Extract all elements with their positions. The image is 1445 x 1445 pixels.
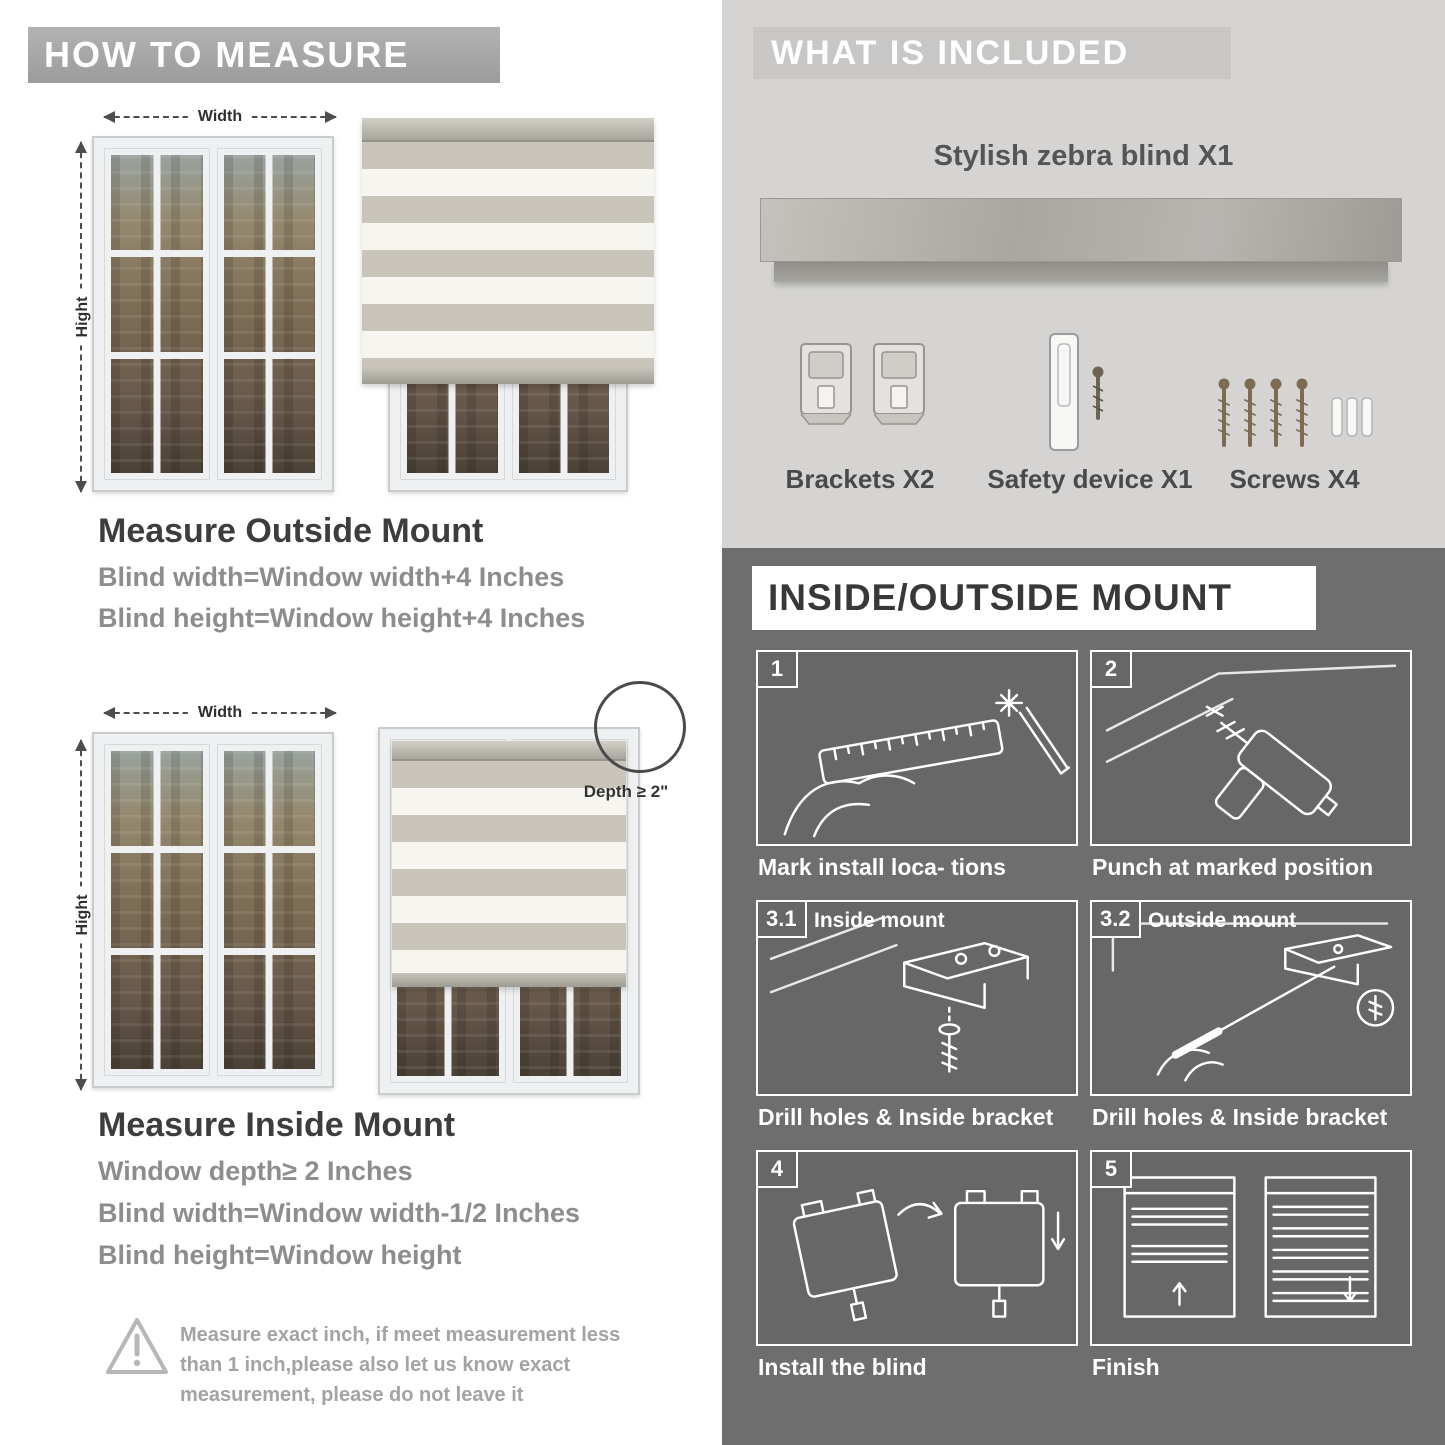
width-arrow: Width: [103, 105, 337, 129]
bracket-icon: [800, 343, 852, 425]
step-caption: Finish: [1092, 1354, 1160, 1380]
outside-mount-illustration: [362, 118, 654, 492]
step-caption: Drill holes & Inside bracket: [758, 1104, 1054, 1130]
inside-mount-illustration: [378, 727, 640, 1095]
height-arrow-label: Hight: [74, 886, 92, 944]
install-blind-illustration: [792, 1188, 1066, 1322]
window-muntin: [265, 751, 273, 1069]
window-muntin: [111, 250, 203, 258]
step-panel-1: 1: [756, 650, 1078, 846]
headrail-lip: [774, 262, 1388, 282]
warning-icon: [106, 1318, 168, 1374]
screws-label: Screws X4: [1229, 464, 1360, 494]
step-caption: Drill holes & Inside bracket: [1092, 1104, 1388, 1130]
finish-illustration: [1123, 1176, 1377, 1318]
window-muntin: [223, 948, 315, 956]
drill-illustration: [1105, 664, 1397, 820]
window-muntin: [111, 846, 203, 854]
window-illustration: [92, 732, 334, 1088]
mark-locations-illustration: [783, 688, 1071, 838]
warning-text: Measure exact inch, if meet measurement …: [180, 1324, 621, 1406]
inside-mount-formula-height: Blind height=Window height: [98, 1240, 462, 1270]
window-sash: [104, 148, 210, 480]
height-arrow: Hight: [74, 141, 92, 493]
step-caption: Punch at marked position: [1092, 854, 1374, 880]
width-arrow-label: Width: [187, 701, 253, 725]
outside-mount-formula-height: Blind height=Window height+4 Inches: [98, 603, 586, 633]
step-caption: Install the blind: [758, 1354, 927, 1380]
outside-mount-title: Measure Outside Mount: [98, 512, 484, 550]
blind-cassette: [392, 741, 626, 761]
inside-mount-title: Measure Inside Mount: [98, 1106, 456, 1144]
window-muntin: [111, 352, 203, 360]
step-number: 5: [1092, 1152, 1132, 1188]
step-panel-3-1: 3.1 Inside mount: [756, 900, 1078, 1096]
step-title: Inside mount: [814, 909, 945, 932]
brackets-label: Brackets X2: [785, 464, 935, 494]
blind-bottom-rail: [392, 973, 626, 987]
blind-stripes: [392, 761, 626, 973]
bracket-icon: [873, 343, 925, 425]
depth-detail-circle: [594, 681, 686, 773]
window-muntin: [223, 846, 315, 854]
height-arrow: Hight: [74, 739, 92, 1091]
screws-icon: [1218, 378, 1373, 447]
step-panel-3-2: 3.2 Outside mount: [1090, 900, 1412, 1096]
inside-bracket-illustration: [769, 916, 1029, 1073]
window-muntin: [265, 155, 273, 473]
width-arrow: Width: [103, 701, 337, 725]
width-arrow-label: Width: [187, 105, 253, 129]
safety-device-icon: [1049, 333, 1104, 451]
step-panel-2: 2: [1090, 650, 1412, 846]
window-muntin: [153, 751, 161, 1069]
safety-device-label: Safety device X1: [987, 464, 1193, 494]
step-number: 3.2: [1092, 902, 1141, 938]
zebra-blind-headrail: [760, 198, 1402, 282]
zebra-blind-illustration: [392, 741, 626, 987]
depth-label: Depth ≥ 2": [583, 782, 669, 801]
step-caption: Mark install loca- tions: [758, 854, 1006, 880]
step-number: 1: [758, 652, 798, 688]
zebra-blind-illustration: [362, 118, 654, 384]
how-to-measure-header: HOW TO MEASURE: [28, 27, 500, 83]
blind-cassette: [362, 118, 654, 142]
window-illustration: [92, 136, 334, 492]
step-number: 3.1: [758, 902, 807, 938]
blind-stripes: [362, 142, 654, 368]
step-number: 2: [1092, 652, 1132, 688]
inside-outside-mount-header: INSIDE/OUTSIDE MOUNT: [752, 566, 1316, 630]
window-muntin: [111, 948, 203, 956]
window-muntin: [223, 352, 315, 360]
outside-mount-formula-width: Blind width=Window width+4 Inches: [98, 562, 565, 592]
inside-mount-formula-width: Blind width=Window width-1/2 Inches: [98, 1198, 581, 1228]
blind-bottom-rail: [362, 368, 654, 384]
step-number: 4: [758, 1152, 798, 1188]
height-arrow-label: Hight: [74, 288, 92, 346]
window-muntin: [153, 155, 161, 473]
inside-mount-depth-rule: Window depth≥ 2 Inches: [98, 1156, 413, 1186]
what-is-included-header: WHAT IS INCLUDED: [753, 27, 1231, 79]
window-sash: [216, 744, 322, 1076]
window-sash: [104, 744, 210, 1076]
window-sash: [216, 148, 322, 480]
product-label: Stylish zebra blind X1: [933, 140, 1234, 172]
headrail-bar: [760, 198, 1402, 262]
window-muntin: [223, 250, 315, 258]
step-panel-5: 5: [1090, 1150, 1412, 1346]
step-panel-4: 4: [756, 1150, 1078, 1346]
step-title: Outside mount: [1148, 909, 1297, 932]
